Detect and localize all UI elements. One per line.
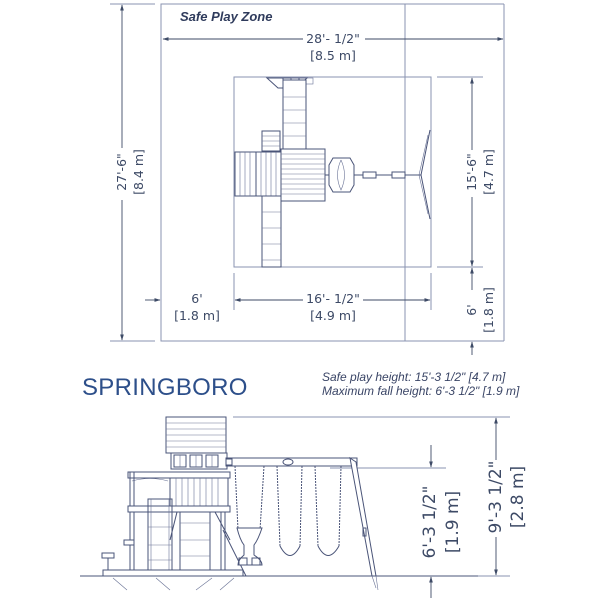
- overall-depth-dimension: 27'-6" [8.4 m]: [110, 3, 155, 342]
- structure-footprint: [233, 76, 432, 268]
- side-clearance-dimension: 6' [1.8 m]: [145, 291, 220, 323]
- overall-depth-metric: [8.4 m]: [131, 149, 146, 195]
- playset-plan-drawing: [234, 77, 431, 268]
- total-height-dimension: 9'-3 1/2" [2.8 m]: [486, 417, 528, 576]
- bottom-clearance-dimension: 6' [1.8 m]: [464, 267, 496, 355]
- overall-width-imperial: 28'- 1/2": [306, 31, 360, 46]
- fall-height-imperial: 6'-3 1/2": [420, 485, 440, 558]
- side-clearance-imperial: 6': [191, 291, 202, 306]
- total-height-metric: [2.8 m]: [508, 466, 528, 528]
- structure-depth-metric: [4.7 m]: [481, 149, 496, 195]
- safe-play-zone-title: Safe Play Zone: [180, 9, 272, 24]
- overall-width-metric: [8.5 m]: [310, 48, 356, 63]
- plan-view: Safe Play Zone 28'- 1/2" [8.5 m] 27'-6" …: [110, 3, 505, 355]
- fall-height-metric: [1.9 m]: [443, 491, 463, 553]
- bottom-clearance-metric: [1.8 m]: [481, 287, 496, 333]
- structure-depth-imperial: 15'-6": [464, 153, 479, 191]
- overall-depth-imperial: 27'-6": [114, 153, 129, 191]
- side-clearance-metric: [1.8 m]: [174, 308, 220, 323]
- structure-width-dimension: 16'- 1/2" [4.9 m]: [233, 273, 432, 323]
- product-name: SPRINGBORO: [82, 374, 248, 401]
- max-fall-height-note: Maximum fall height: 6'-3 1/2" [1.9 m]: [322, 384, 520, 398]
- structure-depth-dimension: 15'-6" [4.7 m]: [437, 76, 496, 268]
- safe-play-height-note: Safe play height: 15'-3 1/2" [4.7 m]: [322, 370, 506, 384]
- structure-width-imperial: 16'- 1/2": [306, 291, 360, 306]
- fall-height-dimension: 6'-3 1/2" [1.9 m]: [420, 445, 463, 598]
- overall-width-dimension: 28'- 1/2" [8.5 m]: [162, 31, 504, 63]
- structure-width-metric: [4.9 m]: [310, 308, 356, 323]
- front-view: [80, 416, 510, 591]
- bottom-clearance-imperial: 6': [464, 304, 479, 315]
- total-height-imperial: 9'-3 1/2": [486, 460, 506, 533]
